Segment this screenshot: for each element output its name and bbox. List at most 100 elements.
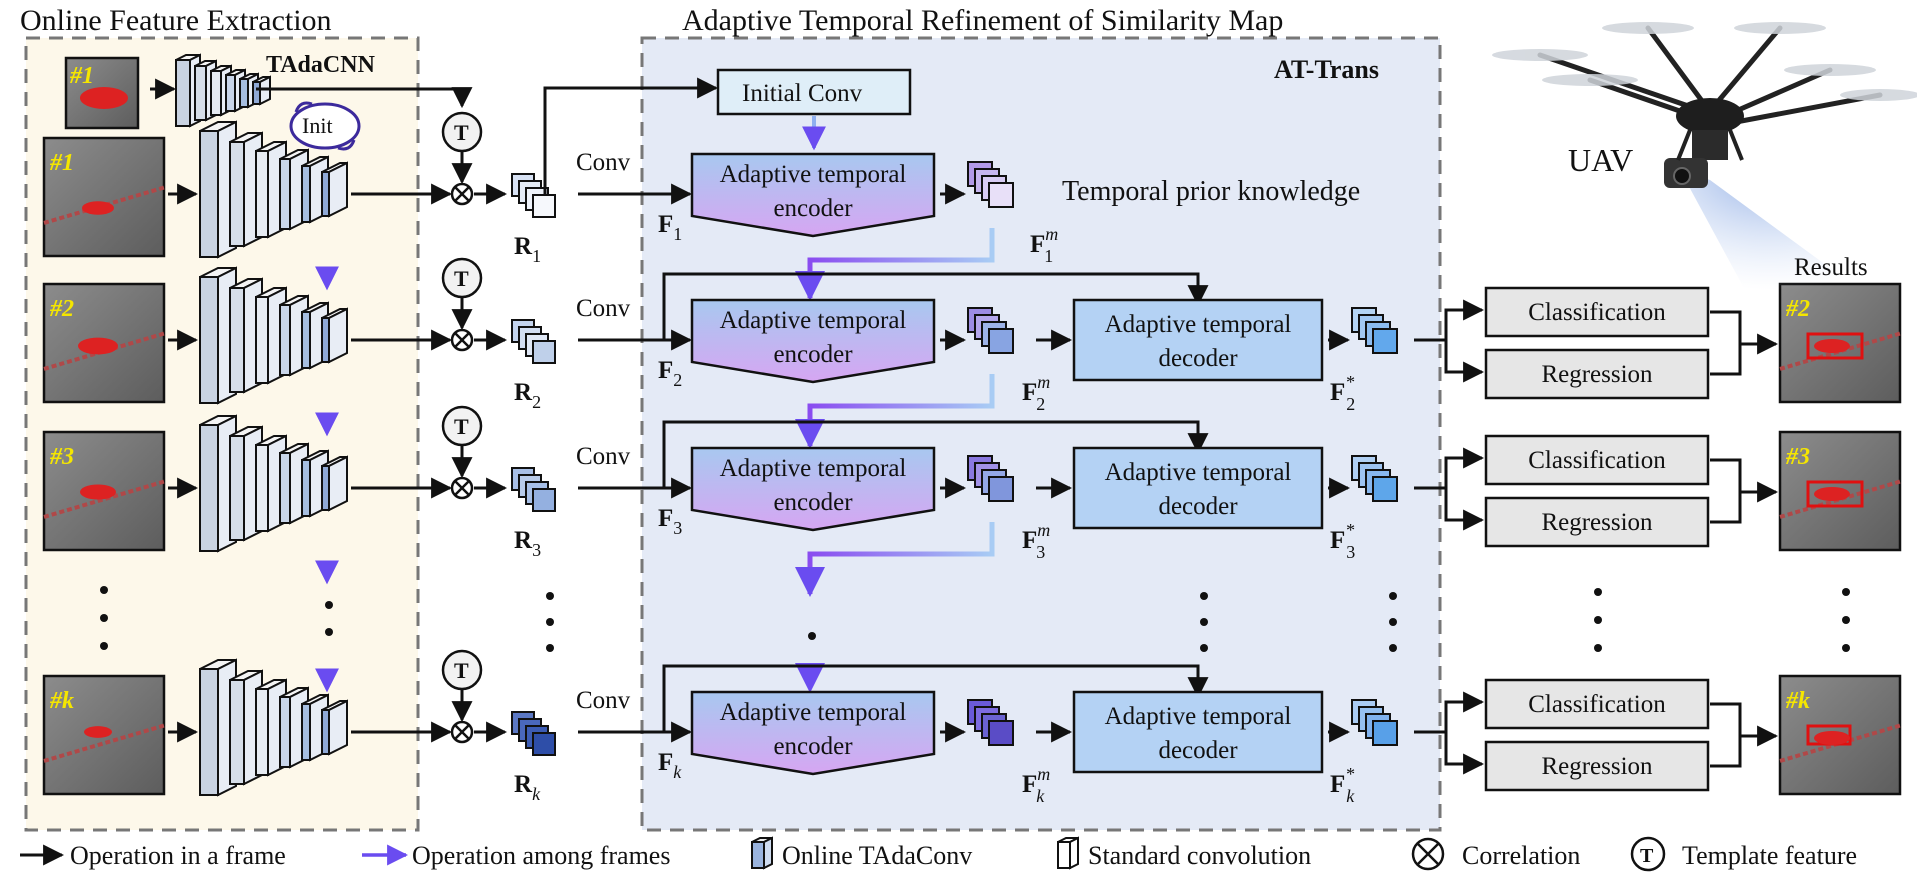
conv-label: Conv <box>576 149 631 176</box>
correlation-op <box>450 182 474 206</box>
legend-tada: Online TAdaConv <box>782 841 972 870</box>
legend-tada-icon <box>751 836 773 870</box>
svg-text:#3: #3 <box>1785 444 1810 470</box>
template-feature-node: T <box>441 111 483 153</box>
svg-text:#1: #1 <box>69 63 94 89</box>
r1-to-initial-conv <box>543 77 719 194</box>
svg-text:Initial Conv: Initial Conv <box>742 80 863 107</box>
left-title: Online Feature Extraction <box>20 4 332 37</box>
tracked-car <box>1814 339 1850 353</box>
tracked-car <box>1814 487 1850 501</box>
svg-text:T: T <box>1640 845 1654 867</box>
prior-map-fk <box>967 699 1014 746</box>
skip-to-decoder <box>662 272 1209 340</box>
adaptive-temporal-decoder <box>1072 298 1324 382</box>
search-frame-4: #k <box>42 674 166 796</box>
svg-text:Init: Init <box>302 113 333 138</box>
template-feature-node: T <box>441 649 483 691</box>
classification-head: Classification <box>1484 678 1710 730</box>
refined-map-f2 <box>1351 307 1398 354</box>
classification-head: Classification <box>1484 286 1710 338</box>
label-f-k: Fk <box>658 749 682 782</box>
to-reg-arrow <box>1444 488 1485 531</box>
to-reg-arrow <box>1444 732 1485 775</box>
initial-conv: Initial Conv <box>716 68 912 116</box>
svg-text:#1: #1 <box>49 150 74 176</box>
regression-head: Regression <box>1484 496 1710 548</box>
result-bounding-box <box>1806 332 1864 360</box>
label-r-k: Rk <box>514 771 541 804</box>
result-frame-k: #k <box>1778 674 1902 796</box>
to-cls-arrow <box>1414 447 1485 490</box>
heads-merge <box>1710 458 1742 524</box>
backbone-label: TAdaCNN <box>266 52 376 78</box>
legend: Operation in a frame Operation among fra… <box>20 836 1857 872</box>
regression-label: Regression <box>1541 361 1653 388</box>
init-curve-arrow <box>337 139 356 151</box>
left-ellipsis <box>100 586 554 652</box>
conv-layer <box>321 455 348 512</box>
prior-map-f3 <box>967 455 1014 502</box>
search-frame-1: #1 <box>42 136 166 258</box>
adaptive-temporal-encoder <box>690 152 936 238</box>
label-r-2: R2 <box>514 379 541 412</box>
correlation-op <box>450 328 474 352</box>
legend-template: Template feature <box>1682 841 1857 870</box>
prior-map-f2 <box>967 307 1014 354</box>
to-reg-arrow <box>1444 340 1485 383</box>
label-fs-3: F*3 <box>1330 520 1355 562</box>
transformer-label: AT-Trans <box>1274 55 1379 84</box>
adaptive-temporal-encoder <box>690 298 936 384</box>
prior-knowledge-flow <box>795 374 995 449</box>
adaptive-temporal-encoder <box>690 690 936 776</box>
svg-text:T: T <box>454 658 469 683</box>
conv-layer <box>321 161 348 218</box>
classification-label: Classification <box>1528 691 1666 718</box>
prior-knowledge-flow <box>795 522 995 597</box>
result-bounding-box <box>1806 480 1864 508</box>
regression-label: Regression <box>1541 509 1653 536</box>
middle-title: Adaptive Temporal Refinement of Similari… <box>682 4 1283 37</box>
svg-text:T: T <box>454 266 469 291</box>
correlation-op <box>450 720 474 744</box>
heads-merge <box>1710 702 1742 768</box>
conv-label: Conv <box>576 295 631 322</box>
svg-text:#3: #3 <box>49 444 74 470</box>
correlation-op <box>450 476 474 500</box>
refined-map-f3 <box>1351 455 1398 502</box>
regression-head: Regression <box>1484 740 1710 792</box>
adaptive-temporal-decoder <box>1072 446 1324 530</box>
prior-knowledge-flow <box>795 228 995 301</box>
label-f-3: F3 <box>658 505 682 538</box>
search-frame-3: #3 <box>42 430 166 552</box>
search-frame-2: #2 <box>42 282 166 404</box>
label-f-2: F2 <box>658 357 682 390</box>
legend-correlation: Correlation <box>1462 841 1580 870</box>
result-frame-2: #2 <box>1778 282 1902 404</box>
similarity-map-r2 <box>511 319 556 364</box>
middle-ellipsis <box>808 588 1850 652</box>
svg-text:T: T <box>454 414 469 439</box>
legend-template-icon: T <box>1630 836 1666 872</box>
refined-map-fk <box>1351 699 1398 746</box>
temporal-prior-knowledge: Temporal prior knowledge <box>1062 176 1360 207</box>
similarity-map-r1 <box>511 173 556 218</box>
uav-label: UAV <box>1568 142 1633 178</box>
skip-to-decoder <box>662 420 1209 488</box>
label-r-3: R3 <box>514 527 541 560</box>
prior-map-f1 <box>967 161 1014 208</box>
to-cls-arrow <box>1414 691 1485 734</box>
label-r-1: R1 <box>514 233 541 266</box>
template-feature-node: T <box>441 257 483 299</box>
